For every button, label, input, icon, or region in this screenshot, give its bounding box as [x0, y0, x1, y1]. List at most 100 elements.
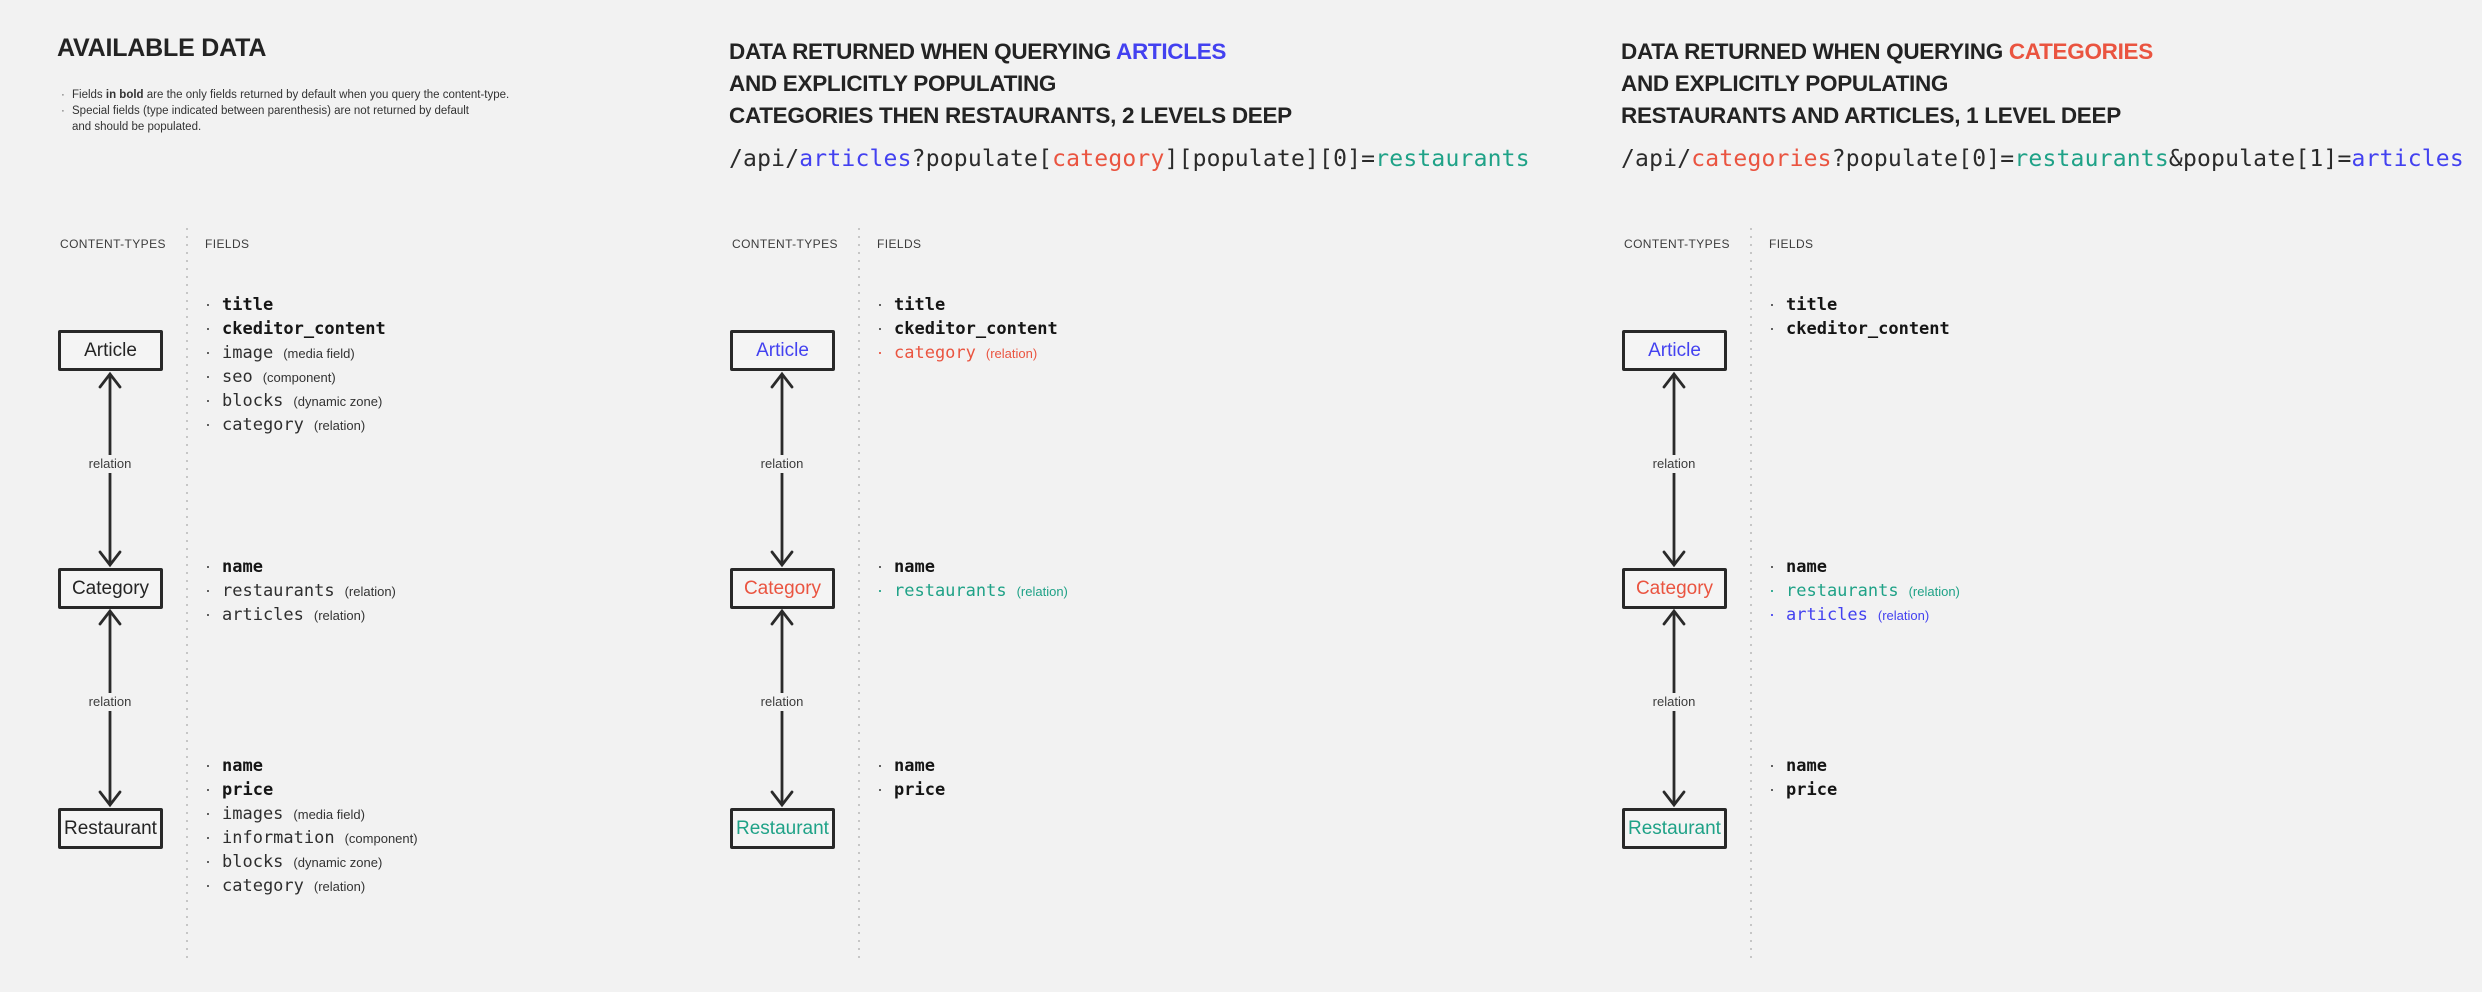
relation-arrow-label: relation	[742, 693, 822, 711]
bullet-dot: ·	[877, 580, 883, 600]
note-text-part: Special fields (type indicated between p…	[72, 105, 469, 117]
field-row-category: ·category(relation)	[205, 412, 725, 436]
content-type-box-article: Article	[58, 330, 163, 371]
bullet-dot: ·	[877, 779, 883, 799]
field-name: seo	[222, 367, 253, 387]
field-type: (relation)	[985, 346, 1038, 361]
section-title-line: AND EXPLICITLY POPULATING	[1621, 68, 2153, 100]
fields-header: FIELDS	[1769, 237, 1814, 251]
title-part: DATA RETURNED WHEN QUERYING	[1621, 39, 2009, 64]
note-text: Special fields (type indicated between p…	[72, 103, 469, 119]
field-row-price: ·price	[1769, 777, 2289, 801]
field-row-name: · name	[205, 554, 725, 578]
note-line: and should be populated.	[61, 119, 509, 135]
field-type: (relation)	[1877, 608, 1930, 623]
relation-arrow-label: relation	[70, 693, 150, 711]
title-part: CATEGORIES THEN RESTAURANTS, 2 LEVELS DE…	[729, 103, 1292, 128]
field-type: (relation)	[1908, 584, 1960, 599]
field-name: name	[222, 557, 263, 577]
bullet-dot: ·	[205, 580, 211, 600]
section-title-line: DATA RETURNED WHEN QUERYING ARTICLES	[729, 36, 1292, 68]
section-title-line: CATEGORIES THEN RESTAURANTS, 2 LEVELS DE…	[729, 100, 1292, 132]
content-type-box-category: Category	[730, 568, 835, 609]
bullet-dot: ·	[1769, 580, 1775, 600]
content-types-header: CONTENT-TYPES	[1624, 237, 1730, 251]
note-text-part: Fields	[72, 89, 106, 101]
field-row-information: ·information(component)	[205, 825, 725, 849]
field-name: category	[222, 415, 304, 435]
bullet-dot: ·	[205, 390, 211, 410]
field-row-category: ·category(relation)	[205, 873, 725, 897]
field-row-title: ·title	[877, 292, 1397, 316]
bullet-dot: ·	[205, 556, 211, 576]
bullet-dot: ·	[877, 755, 883, 775]
api-path-segment: articles	[2351, 146, 2464, 172]
bullet-dot: ·	[877, 556, 883, 576]
note-text: Fields in bold are the only fields retur…	[72, 87, 509, 103]
fields-list: ·name·price	[877, 753, 1397, 801]
field-row-restaurants: · restaurants (relation)	[1769, 578, 2289, 602]
field-name: restaurants	[1786, 581, 1899, 601]
note-text-part: and should be populated.	[72, 121, 202, 133]
api-path-segment: ?populate[	[911, 146, 1053, 172]
field-name: name	[1786, 557, 1827, 577]
api-path-segment: restaurants	[1375, 146, 1530, 172]
title-part: DATA RETURNED WHEN QUERYING	[729, 39, 1117, 64]
content-type-box-category: Category	[58, 568, 163, 609]
content-type-box-restaurant: Restaurant	[1622, 808, 1727, 849]
field-row-restaurants: ·restaurants(relation)	[205, 578, 725, 602]
api-path-segment: articles	[799, 146, 912, 172]
field-type: (dynamic zone)	[293, 855, 383, 870]
field-name: title	[894, 295, 946, 315]
field-row-name: · name	[1769, 753, 2289, 777]
bullet-dot: ·	[205, 779, 211, 799]
content-type-box-restaurant: Restaurant	[730, 808, 835, 849]
field-name: title	[222, 295, 274, 315]
note-line: ·Special fields (type indicated between …	[61, 103, 509, 119]
field-row-seo: ·seo(component)	[205, 364, 725, 388]
bullet-dot: ·	[205, 318, 211, 338]
field-name: category	[894, 343, 976, 363]
fields-list: ·name·price·images(media field)·informat…	[205, 753, 725, 897]
bullet-dot: ·	[1769, 318, 1775, 338]
field-name: restaurants	[222, 581, 335, 601]
fields-header: FIELDS	[877, 237, 922, 251]
api-query-path: /api/categories?populate[0]=restaurants&…	[1621, 146, 2464, 172]
api-path-segment: ?populate[0]=	[1831, 146, 2015, 172]
bullet-dot: ·	[877, 318, 883, 338]
field-name: ckeditor_content	[894, 319, 1058, 339]
field-row-ckeditor_content: ·ckeditor_content	[205, 316, 725, 340]
column-available-data: AVAILABLE DATA ·Fields in bold are the o…	[57, 0, 727, 992]
field-row-price: ·price	[877, 777, 1397, 801]
content-type-box-article: Article	[730, 330, 835, 371]
field-row-name: ·name	[877, 554, 1397, 578]
field-type: (relation)	[313, 879, 366, 894]
bullet-dot: ·	[1769, 755, 1775, 775]
relation-arrow-label: relation	[742, 455, 822, 473]
field-row-price: ·price	[205, 777, 725, 801]
bullet-dot: ·	[877, 342, 883, 362]
title-part: RESTAURANTS AND ARTICLES, 1 LEVEL DEEP	[1621, 103, 2121, 128]
bullet-dot: ·	[1769, 779, 1775, 799]
fields-list: ·title·ckeditor_content	[1769, 292, 2289, 340]
note-line: · Fields in bold are the only fields retu…	[61, 87, 509, 103]
relation-arrow-label: relation	[70, 455, 150, 473]
fields-list: ·name·restaurants(relation)·articles(rel…	[205, 554, 725, 626]
bullet-dot: ·	[61, 89, 65, 101]
bullet-dot: ·	[1769, 294, 1775, 314]
api-path-segment: ][populate][0]=	[1164, 146, 1376, 172]
field-name: ckeditor_content	[1786, 319, 1950, 339]
field-row-name: ·name	[1769, 554, 2289, 578]
field-name: name	[1786, 756, 1827, 776]
section-title-line: DATA RETURNED WHEN QUERYING CATEGORIES	[1621, 36, 2153, 68]
bullet-dot: ·	[205, 294, 211, 314]
field-type: (relation)	[313, 418, 366, 433]
field-name: blocks	[222, 852, 284, 872]
field-name: articles	[1786, 605, 1868, 625]
column-divider	[858, 228, 860, 958]
api-query-path: /api/articles?populate[category][populat…	[729, 146, 1530, 172]
field-row-category: · category (relation)	[877, 340, 1397, 364]
